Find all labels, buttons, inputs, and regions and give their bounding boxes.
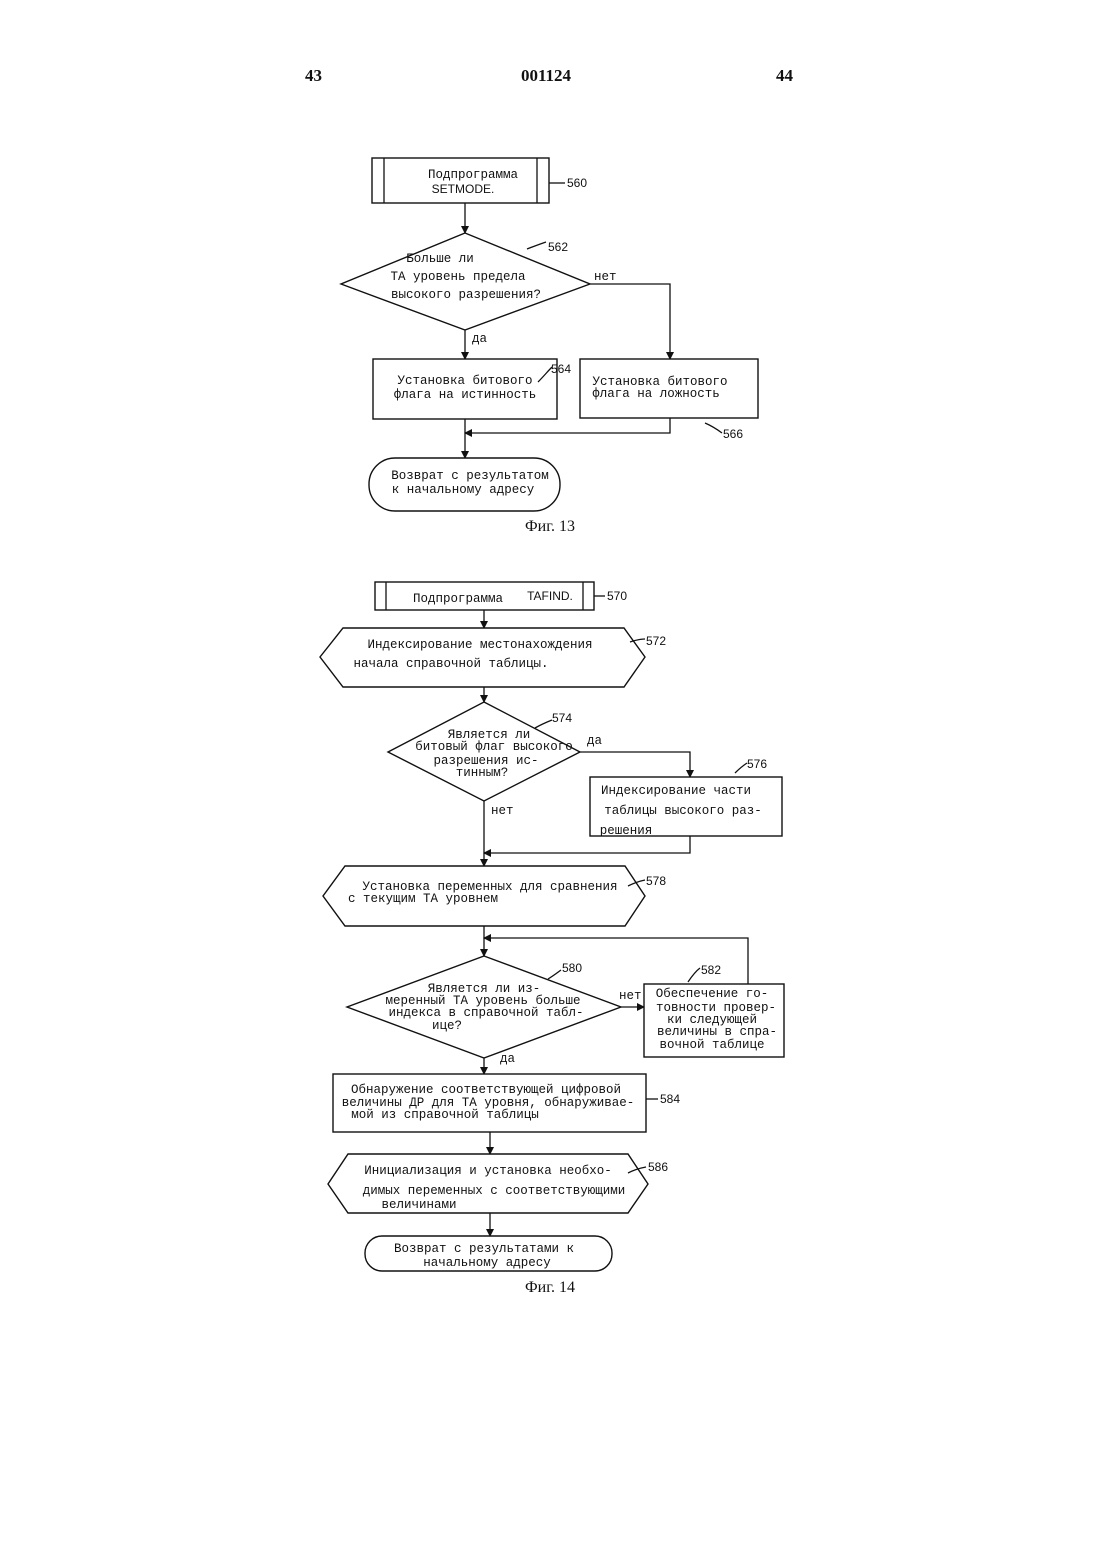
node-text: битовый флаг высокого [415,740,573,754]
ref-566: 566 [723,427,743,441]
node-text: тинным? [456,766,509,780]
ref-582: 582 [701,963,721,977]
label-580-yes: да [500,1052,516,1066]
node-562-decision: Больше ли ТА уровень предела высокого ра… [341,233,590,330]
ref-586: 586 [648,1160,668,1174]
node-text: величинами [381,1198,456,1212]
node-text: флага на истинность [394,388,537,402]
label-562-yes: да [472,332,488,346]
label-574-yes: да [587,734,603,748]
node-text: индекса в справочной табл- [388,1006,583,1020]
label-580-no: нет [619,989,642,1003]
node-text: Индексирование части [601,784,751,798]
node-text: величины в спра- [657,1025,777,1039]
node-560-name: SETMODE. [432,182,495,196]
label-574-no: нет [491,804,514,818]
caption-fig13: Фиг. 13 [525,518,575,535]
node-578-preparation: Установка переменных для сравнения с тек… [323,866,666,926]
node-text: ице? [432,1019,462,1033]
ref-560: 560 [567,176,587,190]
fig13-flowchart: Подпрограмма SETMODE. 560 Больше ли ТА у… [341,158,758,535]
node-572-preparation: Индексирование местонахождения начала сп… [320,628,666,687]
ref-570: 570 [607,589,627,603]
ref-578: 578 [646,874,666,888]
node-582-process: Обеспечение го- товности провер- ки след… [644,963,784,1057]
node-return-14: Возврат с результатами к начальному адре… [365,1236,612,1271]
node-570-subroutine: Подпрограмма TAFIND. 570 [375,582,627,610]
node-text: Установка битового [397,374,532,388]
label-562-no: нет [594,270,617,284]
node-text: Возврат с результатом [391,469,549,483]
node-text: высокого разрешения? [391,288,541,302]
node-584-process: Обнаружение соответствующей цифровой вел… [333,1074,680,1132]
ref-562: 562 [548,240,568,254]
node-560-title: Подпрограмма [428,168,519,182]
node-return-13: Возврат с результатом к начальному адрес… [369,458,560,511]
node-586-preparation: Инициализация и установка необхо- димых … [328,1154,668,1213]
node-text: Возврат с результатами к [394,1242,574,1256]
node-text: мой из справочной таблицы [351,1108,539,1122]
node-text: к начальному адресу [392,483,535,497]
node-580-decision: Является ли из- меренный ТА уровень боль… [347,956,621,1058]
node-560-subroutine: Подпрограмма SETMODE. 560 [372,158,587,203]
node-text: начальному адресу [423,1256,551,1270]
node-text: TAFIND. [527,589,573,603]
node-text: Инициализация и установка необхо- [364,1164,612,1178]
node-576-process: Индексирование части таблицы высокого ра… [590,757,782,838]
caption-fig14: Фиг. 14 [525,1279,575,1296]
ref-564: 564 [551,362,571,376]
node-text: Обеспечение го- [656,987,769,1001]
ref-572: 572 [646,634,666,648]
ref-576: 576 [747,757,767,771]
node-text: Больше ли [406,252,474,266]
node-text: начала справочной таблицы. [353,657,548,671]
node-text: решения [600,824,653,838]
node-text: Подпрограмма [413,592,504,606]
node-text: таблицы высокого раз- [604,804,762,818]
node-text: ТА уровень предела [390,270,526,284]
ref-584: 584 [660,1092,680,1106]
ref-574: 574 [552,711,572,725]
fig14-flowchart: Подпрограмма TAFIND. 570 Индексирование … [320,582,784,1296]
node-text: с текущим ТА уровнем [348,892,498,906]
node-text: флага на ложность [592,387,720,401]
node-text: димых переменных с соответствующими [363,1184,626,1198]
node-566-process: Установка битового флага на ложность 566 [580,359,758,441]
node-574-decision: Является ли битовый флаг высокого разреш… [388,702,580,801]
node-text: Обнаружение соответствующей цифровой [351,1083,621,1097]
ref-580: 580 [562,961,582,975]
node-text: вочной таблице [659,1038,764,1052]
node-text: Индексирование местонахождения [367,638,592,652]
node-564-process: Установка битового флага на истинность 5… [373,359,571,419]
